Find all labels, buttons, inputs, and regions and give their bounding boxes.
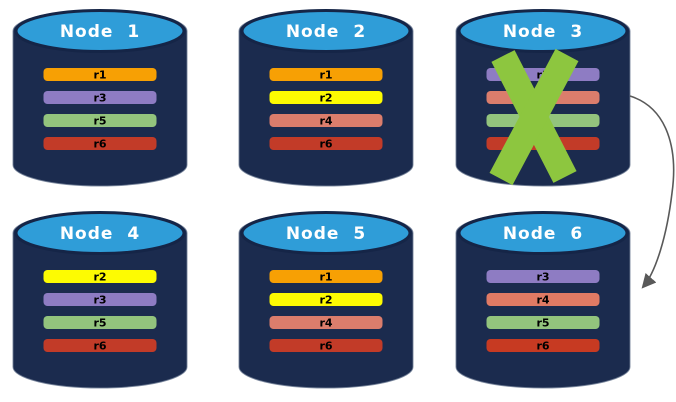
- replica-row: r5: [43, 316, 157, 330]
- node-title: Node 6: [503, 224, 583, 244]
- replica-row: r3: [486, 270, 600, 284]
- replica-label: r1: [319, 271, 332, 284]
- node-3: Node 3 r3: [455, 9, 631, 187]
- replica-bar: [43, 270, 157, 283]
- replica-bar: [269, 316, 383, 329]
- replica-label: r2: [93, 271, 106, 284]
- cylinder-top: [240, 211, 412, 255]
- replica-bar: [269, 293, 383, 306]
- replica-row: r5: [486, 316, 600, 330]
- replica-bar: [43, 68, 157, 81]
- replica-bar: [486, 339, 600, 352]
- node-2: Node 2 r1 r2 r4 r6: [238, 9, 414, 187]
- replica-row: r3: [43, 293, 157, 307]
- replica-label: r3: [536, 271, 549, 284]
- replica-row: r4: [486, 293, 600, 307]
- replica-label: r2: [319, 294, 332, 307]
- cylinder-top: [240, 9, 412, 53]
- replica-row: r2: [43, 270, 157, 284]
- replica-row: r1: [269, 270, 383, 284]
- replica-label: r6: [536, 340, 549, 353]
- replica-label: r5: [93, 115, 106, 128]
- replica-bar: [269, 91, 383, 104]
- replica-label: r4: [319, 115, 332, 128]
- replica-row: r6: [43, 137, 157, 151]
- replica-label: r6: [93, 340, 106, 353]
- replica-label: r4: [319, 317, 332, 330]
- replica-row: r6: [269, 339, 383, 353]
- arrow-curve: [629, 95, 675, 289]
- replica-label: r5: [93, 317, 106, 330]
- replica-row: r6: [269, 137, 383, 151]
- replica-label: r2: [319, 92, 332, 105]
- replica-row: r4: [269, 316, 383, 330]
- replica-bar: [486, 293, 600, 306]
- replica-bar: [269, 114, 383, 127]
- node-title: Node 1: [60, 22, 140, 42]
- node-title: Node 4: [60, 224, 140, 244]
- replica-label: r3: [93, 294, 106, 307]
- replica-bar: [43, 316, 157, 329]
- cylinder-top: [14, 211, 186, 255]
- node-5: Node 5 r1 r2 r4 r6: [238, 211, 414, 389]
- node-1: Node 1 r1 r3 r5 r6: [12, 9, 188, 187]
- replica-row: r6: [486, 339, 600, 353]
- cylinder-top: [14, 9, 186, 53]
- replica-bar: [269, 339, 383, 352]
- replica-row: r5: [43, 114, 157, 128]
- replica-row: r6: [43, 339, 157, 353]
- replica-bar: [486, 316, 600, 329]
- replica-row: r2: [269, 91, 383, 105]
- replica-row: r3: [43, 91, 157, 105]
- node-title: Node 5: [286, 224, 366, 244]
- replica-bar: [43, 91, 157, 104]
- replica-row: r1: [43, 68, 157, 82]
- replica-bar: [486, 270, 600, 283]
- cylinder-top: [457, 211, 629, 255]
- replica-bar: [269, 270, 383, 283]
- replica-row: r1: [269, 68, 383, 82]
- replica-bar: [269, 137, 383, 150]
- cylinder-top: [457, 9, 629, 53]
- replica-row: r4: [269, 114, 383, 128]
- replica-label: r1: [93, 69, 106, 82]
- replica-row: r2: [269, 293, 383, 307]
- failure-x-icon: [489, 48, 579, 186]
- replica-label: r6: [93, 138, 106, 151]
- replica-bar: [43, 293, 157, 306]
- replica-bar: [269, 68, 383, 81]
- replica-label: r4: [536, 294, 549, 307]
- replica-label: r1: [319, 69, 332, 82]
- replica-bar: [43, 114, 157, 127]
- replica-label: r3: [93, 92, 106, 105]
- node-4: Node 4 r2 r3 r5 r6: [12, 211, 188, 389]
- replica-label: r5: [536, 317, 549, 330]
- node-6: Node 6 r3 r4 r5 r6: [455, 211, 631, 389]
- replica-label: r6: [319, 138, 332, 151]
- replica-bar: [43, 137, 157, 150]
- replica-bar: [43, 339, 157, 352]
- node-title: Node 2: [286, 22, 366, 42]
- node-title: Node 3: [503, 22, 583, 42]
- replica-label: r6: [319, 340, 332, 353]
